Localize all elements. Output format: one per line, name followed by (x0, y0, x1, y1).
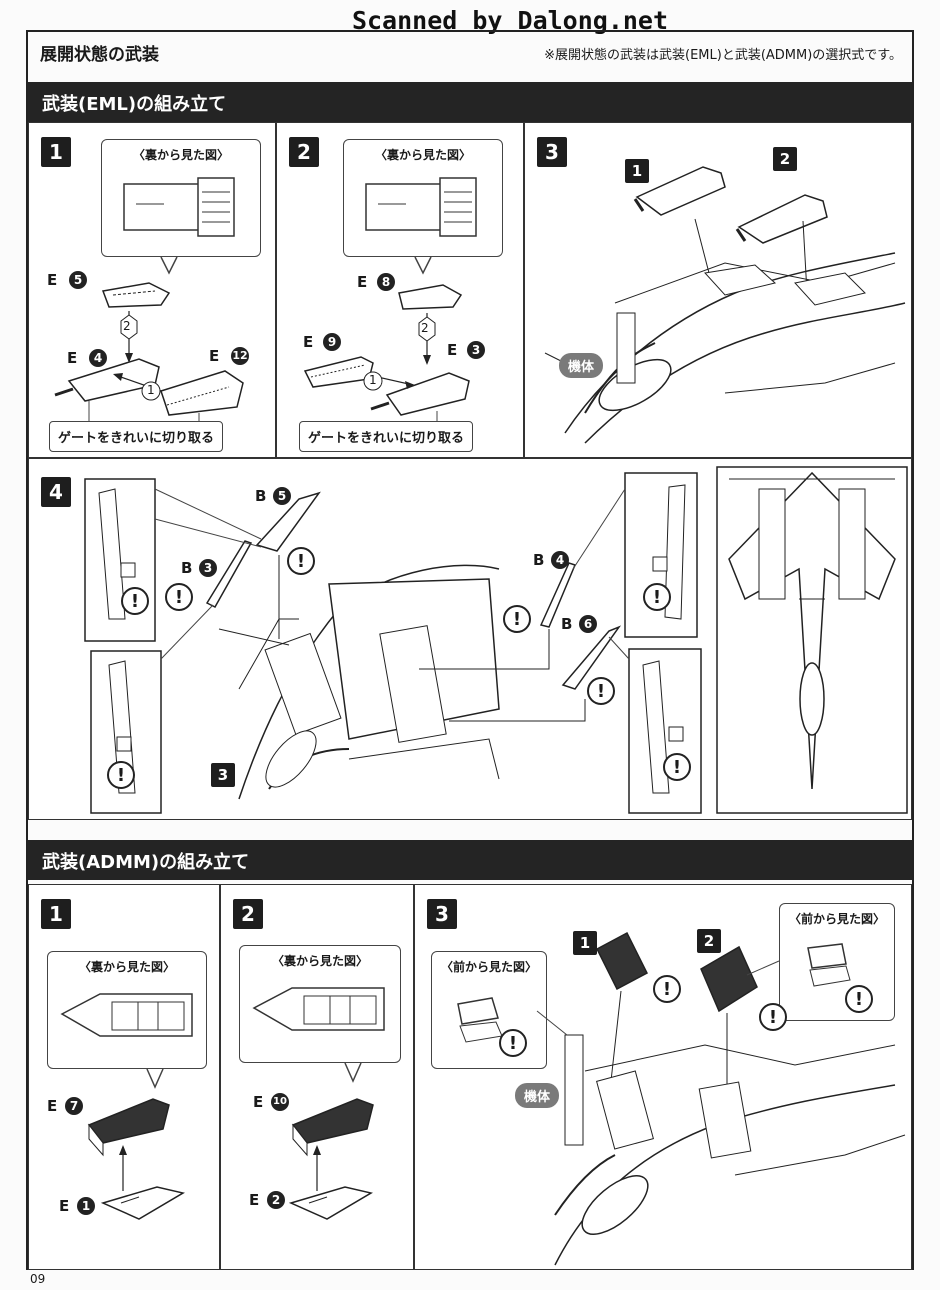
eml-step-2-panel: 2 〈裏から見た図〉 E 8 E 9 E 3 2 1 ゲートをきれいに切り取る (276, 122, 524, 458)
admm-step-3-panel: 3 〈前から見た図〉 〈前から見た図〉 1 2 機体 ! ! ! ! (414, 884, 912, 1270)
callout-title: 〈裏から見た図〉 (271, 954, 368, 968)
part-number-badge: 4 (551, 551, 569, 569)
step-number: 2 (289, 137, 319, 167)
eml-step-1-drawing (54, 256, 244, 423)
front-view-drawing (457, 997, 503, 1043)
step-number: 4 (41, 477, 71, 507)
order-marker: 1 (147, 383, 155, 397)
front-view-callout-right: 〈前から見た図〉 (779, 903, 895, 1021)
callout-title: 〈裏から見た図〉 (132, 148, 229, 162)
warning-icon: ! (653, 975, 681, 1003)
back-view-drawing (252, 987, 385, 1031)
warning-icon: ! (121, 587, 149, 615)
part-label: E (47, 1097, 58, 1115)
part-label: E (47, 271, 58, 289)
page-title: 展開状態の武装 (40, 45, 159, 65)
section-bar-admm: 武装(ADMM)の組み立て (28, 840, 912, 880)
warning-icon: ! (587, 677, 615, 705)
part-badge-1: 1 (625, 159, 649, 183)
part-label: E (249, 1191, 260, 1209)
ref-step-badge: 3 (211, 763, 235, 787)
back-view-drawing (60, 993, 193, 1037)
warning-icon: ! (663, 753, 691, 781)
eml-step-4-drawing (84, 466, 908, 814)
part-number-badge: 3 (467, 341, 485, 359)
warning-icon: ! (287, 547, 315, 575)
back-view-drawing (365, 177, 477, 237)
part-label: E (253, 1093, 264, 1111)
part-number-badge: 9 (323, 333, 341, 351)
part-number-badge: 8 (377, 273, 395, 291)
body-label: 機体 (515, 1083, 560, 1108)
part-label: E (67, 349, 78, 367)
warning-icon: ! (503, 605, 531, 633)
order-marker: 2 (123, 319, 131, 333)
part-label: B (255, 487, 267, 505)
section-bar-eml: 武装(EML)の組み立て (28, 82, 912, 122)
callout-title: 〈前から見た図〉 (788, 912, 885, 926)
eml-step-3-panel: 3 1 2 機体 (524, 122, 912, 458)
callout-title: 〈裏から見た図〉 (374, 148, 471, 162)
back-view-callout: 〈裏から見た図〉 (47, 951, 207, 1069)
part-label: E (303, 333, 314, 351)
front-view-callout-left: 〈前から見た図〉 (431, 951, 547, 1069)
part-label: E (209, 347, 220, 365)
part-label: E (447, 341, 458, 359)
callout-title: 〈前から見た図〉 (440, 960, 537, 974)
part-label: B (533, 551, 545, 569)
part-number-badge: 3 (199, 559, 217, 577)
part-badge-2: 2 (697, 929, 721, 953)
back-view-callout: 〈裏から見た図〉 (101, 139, 261, 257)
admm-step-2-drawing (288, 1062, 374, 1220)
warning-icon: ! (759, 1003, 787, 1031)
step-number: 1 (41, 137, 71, 167)
header-note: ※展開状態の武装は武装(EML)と武装(ADMM)の選択式です。 (544, 48, 902, 63)
admm-step-1-panel: 1 〈裏から見た図〉 E 7 E 1 (28, 884, 220, 1270)
warning-icon: ! (845, 985, 873, 1013)
admm-step-1-drawing (87, 1068, 185, 1220)
part-number-badge: 5 (69, 271, 87, 289)
part-label: B (181, 559, 193, 577)
step-number: 3 (537, 137, 567, 167)
part-number-badge: 1 (77, 1197, 95, 1215)
back-view-callout: 〈裏から見た図〉 (343, 139, 503, 257)
callout-title: 〈裏から見た図〉 (78, 960, 175, 974)
part-label: B (561, 615, 573, 633)
part-number-badge: 6 (579, 615, 597, 633)
eml-step-4-panel: 4 (28, 458, 912, 820)
back-view-drawing (123, 177, 235, 237)
part-number-badge: 7 (65, 1097, 83, 1115)
section-title-admm: 武装(ADMM)の組み立て (42, 852, 250, 873)
part-badge-1: 1 (573, 931, 597, 955)
part-number-badge: 2 (267, 1191, 285, 1209)
step-number: 1 (41, 899, 71, 929)
step-number: 3 (427, 899, 457, 929)
part-number-badge: 4 (89, 349, 107, 367)
warning-icon: ! (499, 1029, 527, 1057)
eml-step-3-drawing (544, 166, 906, 444)
eml-step-2-drawing (303, 256, 470, 423)
gate-note: ゲートをきれいに切り取る (299, 421, 474, 452)
admm-step-3-drawing (536, 931, 906, 1266)
body-label: 機体 (559, 353, 604, 378)
part-number-badge: 5 (273, 487, 291, 505)
page-number: 09 (30, 1272, 46, 1286)
part-label: E (59, 1197, 70, 1215)
eml-step-1-panel: 1 〈裏から見た図〉 E 5 E 4 E 12 2 1 ゲートをきれいに切り取る (28, 122, 276, 458)
part-badge-2: 2 (773, 147, 797, 171)
order-marker: 2 (421, 321, 429, 335)
part-number-badge: 10 (271, 1093, 289, 1111)
part-number-badge: 12 (231, 347, 249, 365)
gate-note: ゲートをきれいに切り取る (49, 421, 224, 452)
section-title-eml: 武装(EML)の組み立て (42, 94, 227, 115)
warning-icon: ! (107, 761, 135, 789)
front-view-drawing (807, 943, 851, 987)
back-view-callout: 〈裏から見た図〉 (239, 945, 401, 1063)
warning-icon: ! (643, 583, 671, 611)
admm-step-2-panel: 2 〈裏から見た図〉 E 10 E 2 (220, 884, 414, 1270)
part-label: E (357, 273, 368, 291)
warning-icon: ! (165, 583, 193, 611)
step-number: 2 (233, 899, 263, 929)
order-marker: 1 (369, 373, 377, 387)
